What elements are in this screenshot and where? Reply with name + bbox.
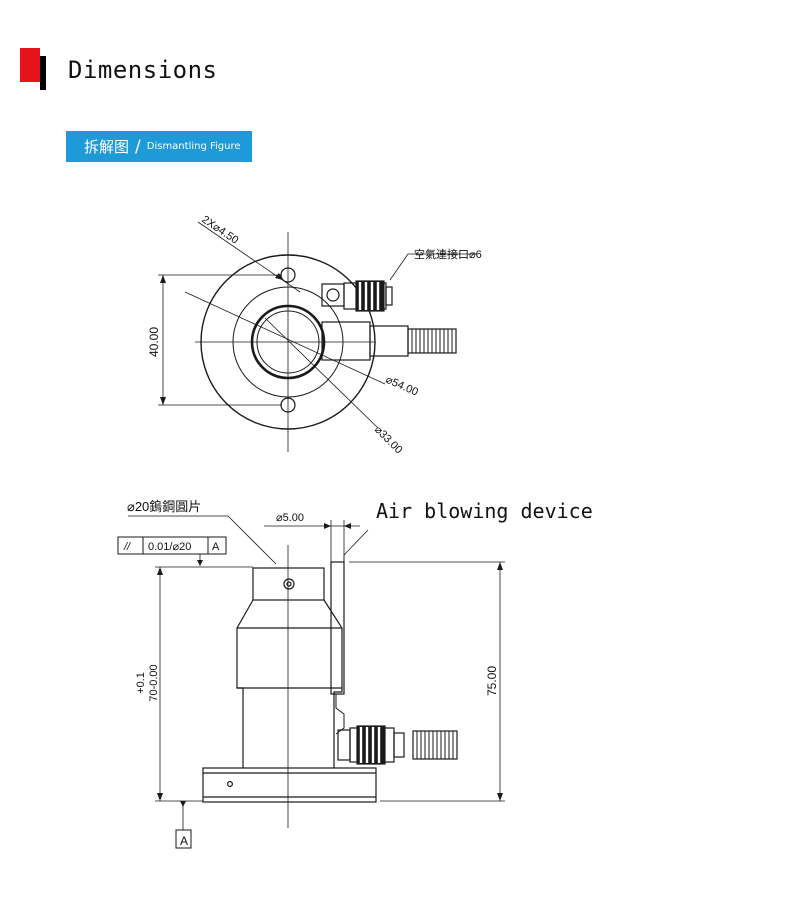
nozzle-coupling [369,325,409,357]
air-blowing-callout: Air blowing device [376,499,593,523]
banner-label-cn: 拆解图 [84,138,130,156]
dia54-label: ⌀54.00 [384,374,420,399]
bore-outer [250,304,326,380]
body-left-profile [236,599,254,768]
fitting-cap [385,286,393,306]
dismantling-figure-banner: 拆解图 / Dismantling Figure [66,131,252,162]
side-fitting-cap [393,732,405,758]
datum-label: A [180,834,188,848]
body-right-profile [323,599,343,768]
base-hole [227,780,234,787]
head-block [252,567,325,601]
disc-leader [128,515,277,565]
fitting-elbow [321,283,345,307]
banner-separator: / [135,136,141,157]
dim-40-label: 40.00 [147,327,161,357]
hole-label: 2X⌀4.50 [199,214,240,247]
tol-value: 0.01/⌀20 [148,541,191,553]
disc-label: ⌀20鎢鋼圓片 [127,499,201,514]
hole-leader [197,221,301,293]
dim-70-tol: +0.1 [135,672,147,694]
air-nozzle-tube [330,561,345,695]
header-marker-red [20,48,40,82]
air-port-leader [389,253,477,281]
tol-symbol: // [123,541,131,553]
side-view [117,515,505,849]
side-fitting-elbow [337,729,351,761]
dim-70-label: 70-0.00 [148,664,160,701]
dia33-label: ⌀33.00 [372,424,405,457]
flange-outer-circle [200,254,376,430]
bore-inner [256,310,320,374]
top-view [158,221,477,452]
air-port-label: 空氣連接口⌀6 [414,247,482,261]
header-marker-shadow [40,56,46,90]
header-marker [20,48,46,90]
datum-box [175,829,192,849]
dim-5-label: ⌀5.00 [276,512,304,524]
fitting-elbow-port [326,288,340,302]
side-hose [412,730,458,760]
nozzle-arm [321,321,371,361]
callout-leader [343,529,369,562]
dia33-leader [264,317,379,429]
head-screw-center [286,581,292,587]
dim-75-label: 75.00 [485,666,499,696]
banner-label-en: Dismantling Figure [146,141,241,152]
tolerance-frame [117,536,227,555]
tol-datum: A [212,541,220,553]
head-screw [283,578,295,590]
base-flange [202,767,377,803]
mount-circle [232,286,344,398]
section-title: Dimensions [68,56,218,84]
